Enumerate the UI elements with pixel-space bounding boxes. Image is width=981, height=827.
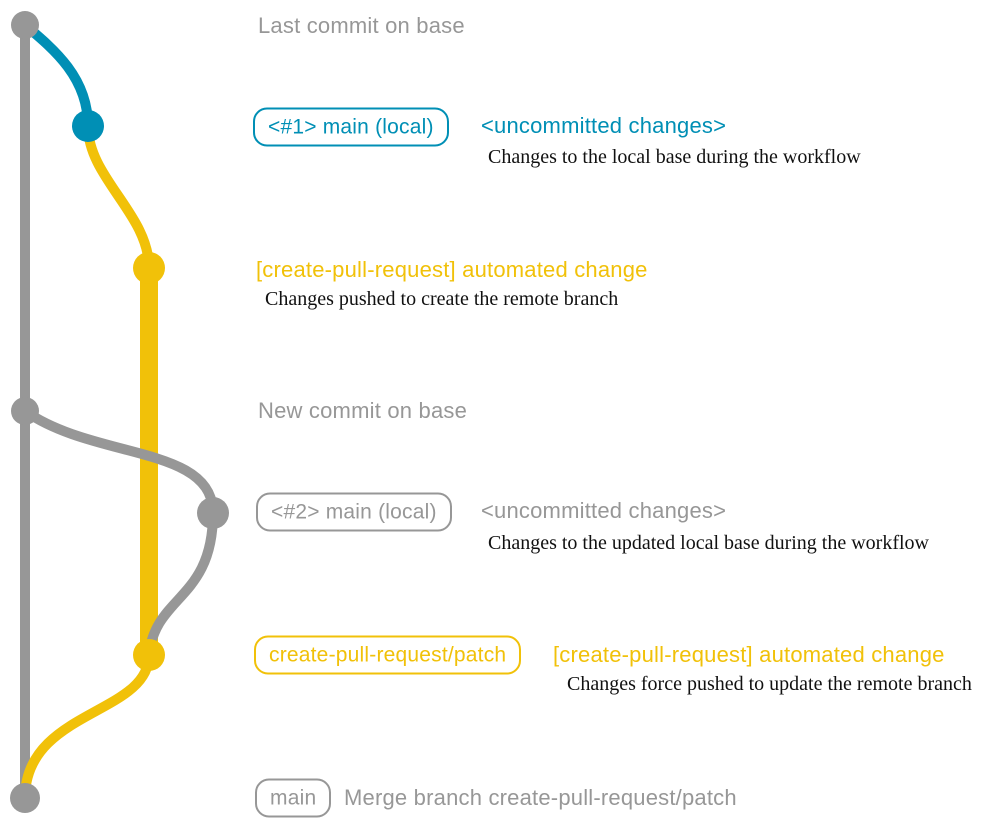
branch-badge-main: main bbox=[255, 778, 332, 818]
automated-change-label-2: [create-pull-request] automated change bbox=[553, 642, 945, 667]
new-base-into-local-main-path bbox=[22, 406, 218, 514]
commit-dot-patch-2 bbox=[133, 639, 165, 671]
branch-badge-main-local-2: <#2> main (local) bbox=[256, 492, 452, 532]
uncommitted-changes-description-1: Changes to the local base during the wor… bbox=[488, 146, 861, 168]
last-commit-label: Last commit on base bbox=[258, 13, 465, 38]
branch-badge-patch: create-pull-request/patch bbox=[254, 635, 522, 675]
commit-dot-new-base bbox=[11, 397, 39, 425]
uncommitted-changes-label-1: <uncommitted changes> bbox=[481, 113, 727, 138]
commit-dot-merge bbox=[10, 783, 40, 813]
automated-change-label-1: [create-pull-request] automated change bbox=[256, 257, 648, 282]
uncommitted-changes-label-2: <uncommitted changes> bbox=[481, 498, 727, 523]
commit-dot-last-base bbox=[11, 11, 39, 39]
commit-dot-main-local-1 bbox=[72, 110, 104, 142]
automated-change-description-2: Changes force pushed to update the remot… bbox=[567, 673, 972, 695]
base-into-local-main-path bbox=[21, 21, 93, 127]
new-commit-label: New commit on base bbox=[258, 398, 468, 423]
commit-graph bbox=[10, 11, 229, 813]
uncommitted-changes-description-2: Changes to the updated local base during… bbox=[488, 532, 929, 554]
local-main-into-patch-path bbox=[144, 512, 218, 656]
patch-merge-into-base-path bbox=[20, 654, 154, 799]
local-main-into-patch-path-1 bbox=[83, 125, 154, 269]
commit-dot-main-local-2 bbox=[197, 497, 229, 529]
branch-badge-main-local-1: <#1> main (local) bbox=[253, 107, 449, 147]
merge-commit-label: Merge branch create-pull-request/patch bbox=[344, 785, 737, 810]
automated-change-description-1: Changes pushed to create the remote bran… bbox=[265, 288, 619, 310]
commit-dot-patch-1 bbox=[133, 252, 165, 284]
